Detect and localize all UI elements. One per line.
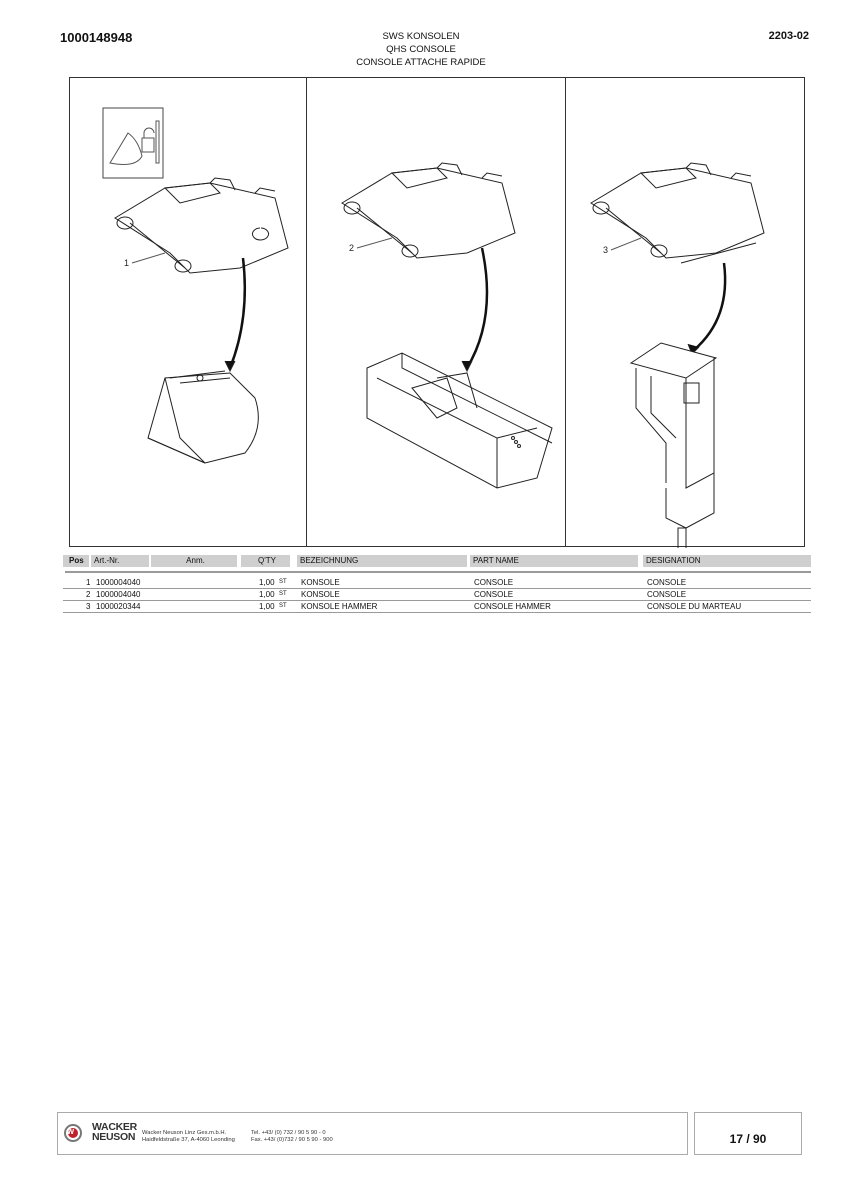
brand-name: WACKER NEUSON	[92, 1121, 137, 1143]
cell-unit: ST	[279, 579, 287, 585]
cell-unit: ST	[279, 591, 287, 597]
footer-company-info: w WACKER NEUSON Wacker Neuson Linz Ges.m…	[57, 1112, 688, 1155]
quick-coupler-console-2	[341, 162, 516, 259]
wide-bucket-attachment	[366, 352, 553, 489]
figure-panel-1: 1	[70, 78, 306, 546]
cell-art-nr: 1000004040	[96, 590, 141, 599]
parts-table-header: Pos Art.-Nr. Anm. Q'TY BEZEICHNUNG PART …	[63, 555, 811, 567]
bucket-attachment	[147, 370, 259, 464]
cell-bezeichnung: KONSOLE	[301, 578, 340, 587]
title-english: QHS CONSOLE	[386, 44, 456, 55]
hydraulic-hammer-attachment	[629, 342, 717, 548]
cell-art-nr: 1000004040	[96, 578, 141, 587]
company-address: Wacker Neuson Linz Ges.m.b.H. Haidfeldst…	[142, 1130, 235, 1143]
company-contact: Tel. +43/ (0) 732 / 90 5 90 - 0 Fax. +43…	[251, 1130, 333, 1143]
logo-w-glyph: w	[67, 1126, 75, 1136]
wacker-neuson-logo-icon	[64, 1124, 82, 1142]
column-header-bezeichnung: BEZEICHNUNG	[297, 555, 467, 567]
cell-art-nr: 1000020344	[96, 602, 141, 611]
column-header-designation: DESIGNATION	[643, 555, 811, 567]
cell-part-name: CONSOLE	[474, 590, 514, 599]
cell-qty: 1,00	[259, 578, 275, 587]
column-header-part-name: PART NAME	[470, 555, 638, 567]
callout-1: 1	[124, 258, 129, 268]
cell-bezeichnung: KONSOLE	[301, 590, 340, 599]
column-header-pos: Pos	[63, 555, 89, 567]
title-french: CONSOLE ATTACHE RAPIDE	[356, 57, 486, 68]
arrow-icon	[228, 257, 247, 369]
cell-pos: 2	[86, 590, 91, 599]
cell-pos: 3	[86, 602, 91, 611]
callout-3: 3	[603, 245, 608, 255]
bar-icon	[155, 120, 160, 164]
cell-designation: CONSOLE	[647, 590, 687, 599]
arrow-icon	[692, 262, 726, 351]
quick-coupler-console-3	[589, 162, 765, 264]
header-divider	[65, 571, 811, 573]
table-row: 1 1000004040 1,00 ST KONSOLE CONSOLE CON…	[63, 577, 811, 589]
exploded-view-figure: 1 2	[69, 77, 805, 548]
cell-unit: ST	[279, 603, 287, 609]
column-header-art-nr: Art.-Nr.	[91, 555, 149, 567]
document-number: 1000148948	[60, 30, 133, 45]
cell-bezeichnung: KONSOLE HAMMER	[301, 602, 378, 611]
table-row: 3 1000020344 1,00 ST KONSOLE HAMMER CONS…	[63, 601, 811, 613]
column-header-anm: Anm.	[151, 555, 237, 567]
cell-qty: 1,00	[259, 602, 275, 611]
unlocked-padlock-icon	[141, 127, 155, 153]
quick-coupler-console-1	[114, 177, 289, 274]
page-title: SWS KONSOLEN QHS CONSOLE CONSOLE ATTACHE…	[0, 30, 842, 69]
cell-part-name: CONSOLE HAMMER	[474, 602, 551, 611]
cell-designation: CONSOLE	[647, 578, 687, 587]
parts-table: 1 1000004040 1,00 ST KONSOLE CONSOLE CON…	[63, 577, 811, 613]
page-number: 17 / 90	[694, 1112, 802, 1155]
arrow-icon	[466, 247, 489, 369]
figure-panel-2: 2	[306, 78, 564, 546]
bucket-icon	[109, 132, 143, 165]
figure-panel-3: 3	[564, 78, 804, 548]
column-header-qty: Q'TY	[241, 555, 290, 567]
cell-qty: 1,00	[259, 590, 275, 599]
cell-part-name: CONSOLE	[474, 578, 514, 587]
title-german: SWS KONSOLEN	[382, 31, 460, 42]
inset-legend-box	[102, 107, 164, 179]
callout-2: 2	[349, 243, 354, 253]
cell-pos: 1	[86, 578, 91, 587]
table-row: 2 1000004040 1,00 ST KONSOLE CONSOLE CON…	[63, 589, 811, 601]
revision-code: 2203-02	[768, 30, 809, 42]
cell-designation: CONSOLE DU MARTEAU	[647, 602, 742, 611]
